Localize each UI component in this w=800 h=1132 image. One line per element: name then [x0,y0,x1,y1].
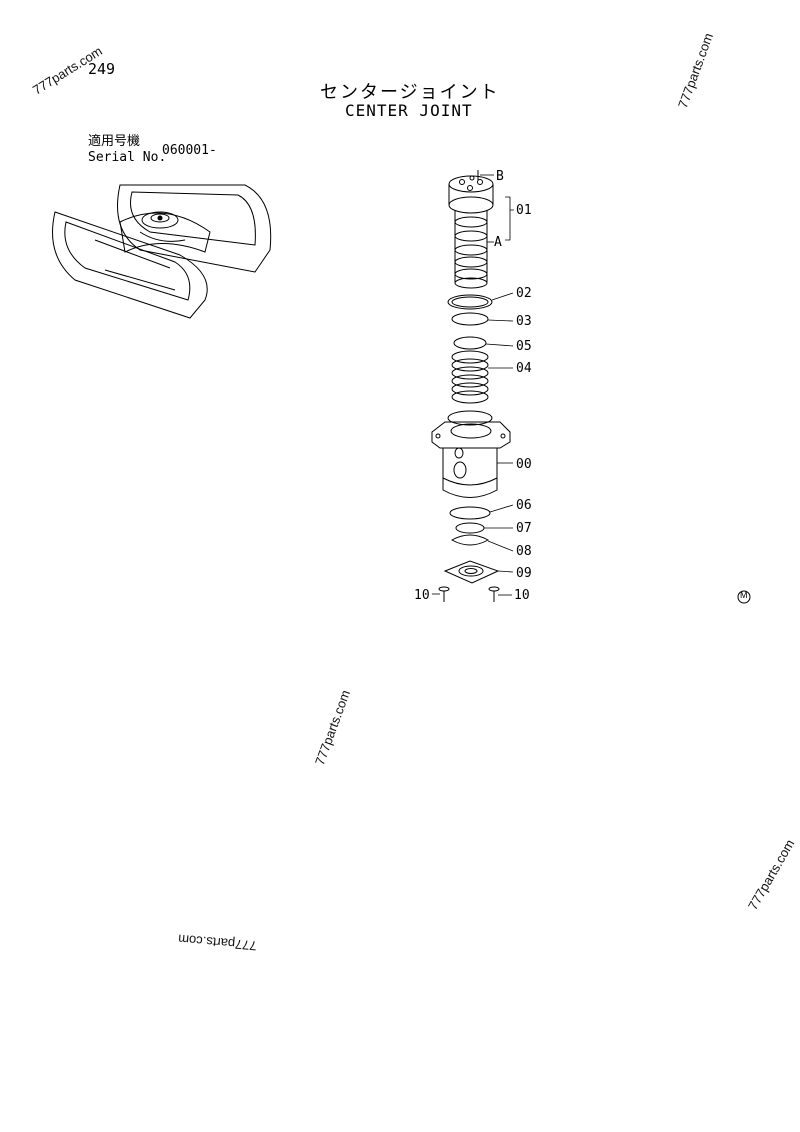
part-10-bolt-left [438,586,450,602]
part-05-ring [453,336,487,350]
part-07-oring [455,522,485,534]
m-mark: M [740,590,748,600]
ref-label-b: B [496,169,504,184]
leader-lines [432,174,514,596]
undercarriage-illustration [52,184,272,319]
part-label-09: 09 [516,566,532,581]
serial-label: 適用号機 Serial No. [88,134,166,166]
part-label-03: 03 [516,314,532,329]
part-00-body [431,410,511,498]
ref-label-a: A [494,235,502,250]
part-label-10-left: 10 [414,588,430,603]
part-02-ring [447,294,493,310]
part-08-cap [450,534,490,546]
part-label-01: 01 [516,203,532,218]
part-06-ring [449,506,491,520]
part-label-04: 04 [516,361,532,376]
part-10-bolt-right [488,586,500,602]
part-01-spindle [448,170,494,289]
part-09-cover [443,560,500,584]
part-label-10-right: 10 [514,588,530,603]
m-mark-circle [737,590,751,604]
part-label-07: 07 [516,521,532,536]
part-label-06: 06 [516,498,532,513]
part-label-00: 00 [516,457,532,472]
part-label-05: 05 [516,339,532,354]
title-japanese: センタージョイント [320,82,500,103]
serial-label-en: Serial No. [88,150,167,165]
part-label-02: 02 [516,286,532,301]
part-label-08: 08 [516,544,532,559]
page-number: 249 [88,60,116,78]
part-03-ring [451,312,489,326]
serial-label-jp: 適用号機 [88,134,141,149]
part-04-seals [451,350,489,404]
title-english: CENTER JOINT [345,101,473,120]
serial-value: 060001- [162,143,217,158]
